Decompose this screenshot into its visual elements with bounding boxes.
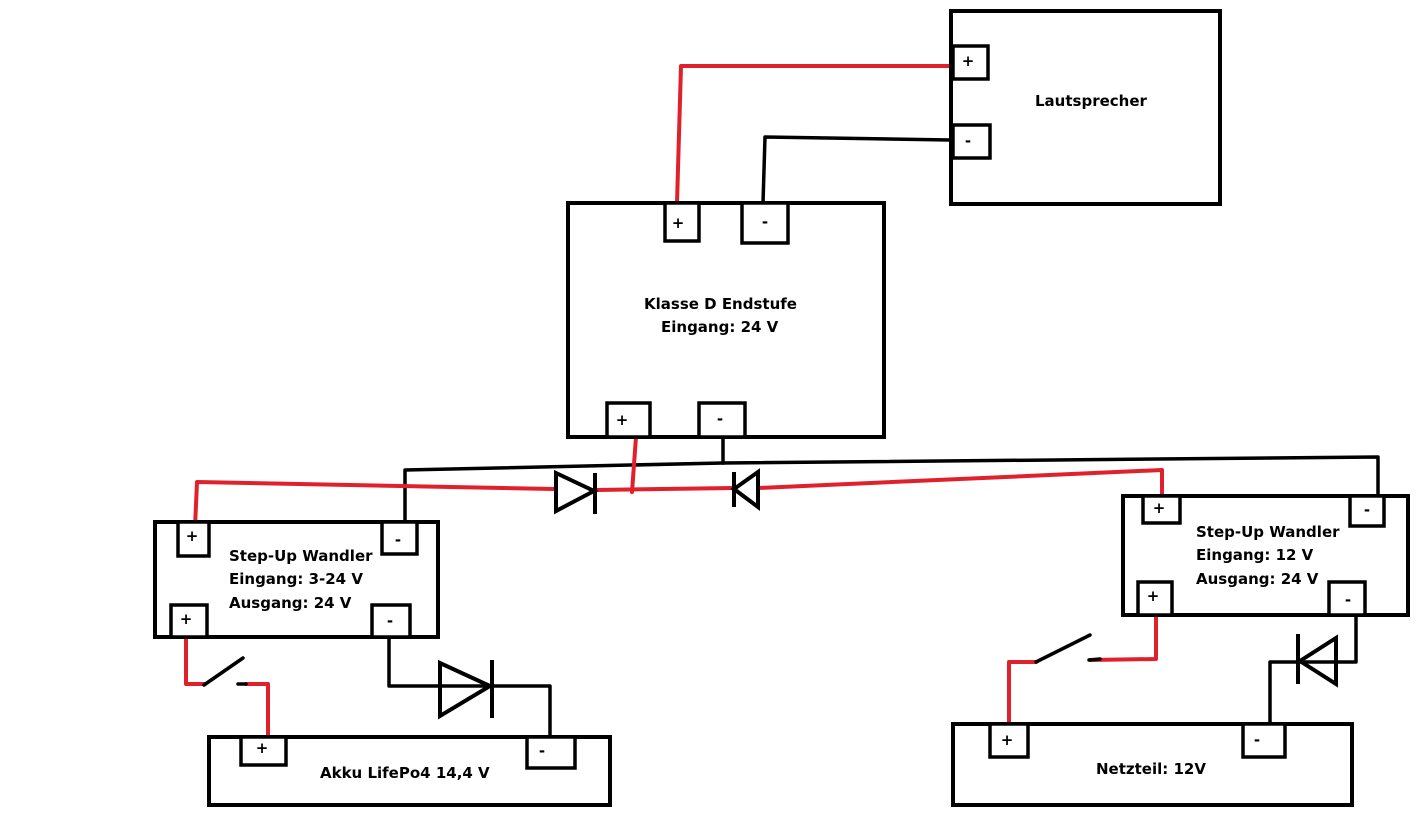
power-supply-box: Netzteil: 12V + - — [951, 722, 1354, 807]
speaker-label: Lautsprecher — [1035, 92, 1148, 110]
switch-battery-icon — [202, 656, 245, 687]
wire-boost-left-minus-to-diode — [387, 630, 552, 742]
amplifier-input-voltage: Eingang: 24 V — [661, 318, 779, 336]
boost-right-in-minus-terminal — [1327, 580, 1367, 617]
boost-right-in-plus-sign: + — [1147, 587, 1160, 605]
boost-left-output: Ausgang: 24 V — [229, 594, 352, 612]
boost-right-input: Eingang: 12 V — [1196, 546, 1314, 564]
amplifier-box: Klasse D Endstufe Eingang: 24 V + - + - — [566, 201, 886, 439]
boost-right-in-minus-sign: - — [1345, 591, 1351, 609]
boost-right-out-minus-terminal — [1348, 494, 1386, 528]
wire-diode-left-to-junction — [594, 486, 736, 492]
amplifier-in-plus-terminal — [605, 401, 652, 439]
amplifier-in-minus-terminal — [697, 401, 747, 439]
psu-minus-sign: - — [1254, 731, 1260, 749]
boost-left-out-plus-sign: + — [186, 527, 199, 545]
boost-right-title: Step-Up Wandler — [1196, 523, 1340, 541]
wire-diode-right-to-boost-right-plus — [756, 468, 1164, 500]
battery-plus-terminal — [239, 735, 288, 767]
psu-plus-sign: + — [1001, 731, 1014, 749]
boost-left-in-minus-terminal — [370, 603, 412, 639]
switch-psu-contact-icon — [1087, 657, 1102, 662]
boost-right-in-plus-terminal — [1136, 580, 1174, 617]
wire-psu-minus-to-diode — [1268, 608, 1358, 726]
boost-left-in-plus-sign: + — [180, 610, 193, 628]
battery-label: Akku LifePo4 14,4 V — [320, 764, 490, 782]
battery-minus-terminal — [525, 735, 577, 770]
wire-speaker-plus-to-amp-plus — [675, 64, 955, 205]
boost-right-output: Ausgang: 24 V — [1196, 570, 1319, 588]
power-supply-label: Netzteil: 12V — [1096, 760, 1206, 778]
switch-psu-icon — [1034, 633, 1092, 664]
wire-boost-left-plus-to-switch — [184, 638, 206, 686]
wire-ground-bus-right — [721, 455, 1380, 498]
wire-ground-bus-left — [403, 461, 725, 524]
diode-psu-ground-icon — [1296, 634, 1338, 688]
diode-left-boost-output-icon — [554, 469, 599, 515]
boost-left-title: Step-Up Wandler — [229, 547, 373, 565]
amplifier-title: Klasse D Endstufe — [644, 295, 797, 313]
wire-boost-left-plus-to-diode — [193, 480, 556, 529]
psu-plus-terminal — [988, 722, 1030, 759]
boost-left-in-minus-sign: - — [387, 612, 393, 630]
amplifier-out-plus-terminal — [663, 201, 701, 243]
boost-right-out-plus-sign: + — [1153, 499, 1166, 517]
wire-psu-plus-to-switch — [1007, 660, 1038, 728]
wire-amp-minus-to-speaker-minus — [761, 135, 952, 205]
speaker-plus-terminal — [951, 44, 990, 81]
speaker-minus-terminal — [951, 123, 992, 160]
amplifier-out-minus-terminal — [740, 201, 790, 245]
battery-minus-sign: - — [539, 742, 545, 760]
battery-box: Akku LifePo4 14,4 V + - — [207, 735, 612, 807]
wire-amp-plus-down — [630, 435, 638, 494]
diode-right-boost-output-icon — [730, 468, 760, 511]
speaker-box: Lautsprecher + - — [949, 9, 1222, 206]
psu-minus-terminal — [1241, 722, 1287, 759]
wire-switch-to-boost-right-plus — [1088, 609, 1158, 662]
boost-converter-right-box: Step-Up Wandler Eingang: 12 V Ausgang: 2… — [1121, 494, 1410, 617]
boost-right-out-plus-terminal — [1141, 494, 1182, 525]
boost-right-out-minus-sign: - — [1364, 501, 1370, 519]
amplifier-in-minus-sign: - — [717, 410, 723, 428]
battery-plus-sign: + — [256, 739, 269, 757]
boost-left-out-minus-sign: - — [395, 531, 401, 549]
boost-left-out-plus-terminal — [176, 520, 211, 558]
amplifier-out-plus-sign: + — [672, 214, 685, 232]
boost-converter-left-box: Step-Up Wandler Eingang: 3-24 V Ausgang:… — [153, 520, 440, 639]
amplifier-out-minus-sign: - — [762, 213, 768, 231]
boost-left-in-plus-terminal — [169, 603, 209, 639]
diode-battery-ground-icon — [438, 659, 495, 720]
boost-left-out-minus-terminal — [380, 520, 419, 556]
speaker-minus-sign: - — [965, 132, 971, 150]
speaker-plus-sign: + — [962, 52, 975, 70]
amplifier-in-plus-sign: + — [616, 411, 629, 429]
boost-left-input: Eingang: 3-24 V — [229, 570, 363, 588]
wire-switch-to-battery-plus — [244, 682, 270, 739]
